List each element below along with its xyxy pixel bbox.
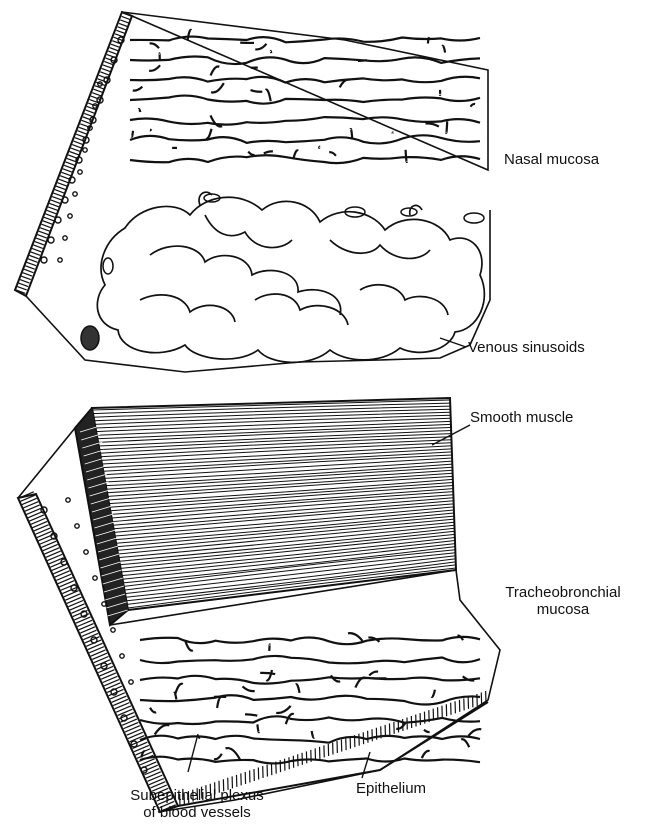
vessel-cross-section <box>55 217 61 223</box>
blood-vessel-branch <box>264 151 273 153</box>
blood-vessel-branch <box>358 60 367 61</box>
blood-vessel-branch <box>226 748 241 760</box>
vessel-cross-section <box>120 654 124 658</box>
blood-vessel-branch <box>319 147 320 149</box>
vessel-cross-section <box>48 237 54 243</box>
blood-vessel-branch <box>251 90 263 92</box>
blood-vessel-branch <box>248 152 255 155</box>
blood-vessel-branch <box>139 109 141 112</box>
tracheobronchial-block <box>18 398 500 812</box>
blood-vessel-branch <box>266 670 272 680</box>
blood-vessel-branch <box>257 724 259 732</box>
blood-vessel-branch <box>255 44 266 50</box>
blood-vessel <box>130 96 480 104</box>
blood-vessel-branch <box>424 730 430 732</box>
vessel-cross-section <box>129 680 133 684</box>
blood-vessel-branch <box>133 87 143 91</box>
label-tracheobronchial-mucosa: Tracheobronchial mucosa <box>496 584 630 618</box>
label-subepithelial-plexus: Subepithelial plexus of blood vessels <box>104 787 290 821</box>
blood-vessel-branch <box>211 67 220 76</box>
blood-vessel <box>140 637 480 644</box>
blood-vessel <box>140 676 480 684</box>
blood-vessel-branch <box>243 686 255 691</box>
vessel-cross-section <box>63 236 67 240</box>
leader-subepithelial-plexus <box>188 734 198 772</box>
blood-vessel-branch <box>329 152 336 156</box>
vessel-cross-section <box>75 524 79 528</box>
vessel-cross-section <box>111 628 115 632</box>
blood-vessel-branch <box>149 65 160 71</box>
vessel-cross-section <box>93 576 97 580</box>
blood-vessel-branch <box>217 699 220 708</box>
vessel-cross-section <box>66 498 70 502</box>
blood-vessel <box>130 56 480 64</box>
vessel-cross-section <box>78 170 82 174</box>
blood-vessel <box>140 656 480 663</box>
label-epithelium: Epithelium <box>356 780 426 797</box>
blood-vessel-branch <box>150 708 156 713</box>
nasal-mucosa-block <box>15 12 490 372</box>
blood-vessel-branch <box>471 104 476 107</box>
blood-vessel-branch <box>150 43 159 48</box>
blood-vessel-branch <box>150 129 151 130</box>
blood-vessel-branch <box>245 714 257 715</box>
blood-vessel <box>130 135 480 143</box>
blood-vessel-branch <box>211 83 224 92</box>
blood-vessel-branch <box>271 51 272 53</box>
blood-vessel-branch <box>269 644 270 650</box>
tracheal-vascular-plexus <box>140 633 481 763</box>
blood-vessel-branch <box>188 30 192 40</box>
blood-vessel-branch <box>426 123 439 126</box>
vessel-cross-section <box>41 257 47 263</box>
blood-vessel-branch <box>266 90 271 102</box>
blood-vessel-branch <box>406 150 407 162</box>
nasal-epithelium-edge <box>15 12 132 296</box>
blood-vessel-branch <box>155 725 170 734</box>
blood-vessel <box>130 155 480 163</box>
vessel-cross-section <box>83 148 87 152</box>
blood-vessel-branch <box>276 706 291 713</box>
blood-vessel-branch <box>296 684 300 693</box>
blood-vessel-branch <box>442 46 445 53</box>
blood-vessel-branch <box>132 131 134 137</box>
blood-vessel-branch <box>206 129 212 139</box>
blood-vessel-branch <box>431 690 435 697</box>
vessel-cross-section <box>84 550 88 554</box>
blood-vessel-branch <box>446 121 447 133</box>
leader-epithelium <box>362 752 370 778</box>
nasal-top-surface <box>122 12 488 170</box>
vessel-cross-section <box>102 602 106 606</box>
vessel-cross-section <box>58 258 62 262</box>
blood-vessel <box>130 77 480 83</box>
blood-vessel-branch <box>175 684 183 695</box>
label-venous-sinusoids: Venous sinusoids <box>468 339 585 356</box>
blood-vessel-branch <box>159 53 160 59</box>
blood-vessel-branch <box>312 731 315 738</box>
blood-vessel-branch <box>396 723 405 729</box>
label-smooth-muscle: Smooth muscle <box>470 409 573 426</box>
blood-vessel-branch <box>348 633 363 641</box>
blood-vessel-branch <box>214 754 222 759</box>
label-nasal-mucosa: Nasal mucosa <box>504 151 599 168</box>
blood-vessel-branch <box>422 751 430 758</box>
vessel-cross-section <box>68 214 72 218</box>
blood-vessel-branch <box>468 729 481 736</box>
blood-vessel-branch <box>461 739 469 747</box>
blood-vessel <box>140 695 480 704</box>
venous-sinusoid-shapes <box>97 192 484 362</box>
blood-vessel-branch <box>369 672 378 676</box>
blood-vessel-branch <box>293 150 298 159</box>
vessel-cross-section <box>73 192 77 196</box>
blood-vessel-branch <box>260 673 275 674</box>
